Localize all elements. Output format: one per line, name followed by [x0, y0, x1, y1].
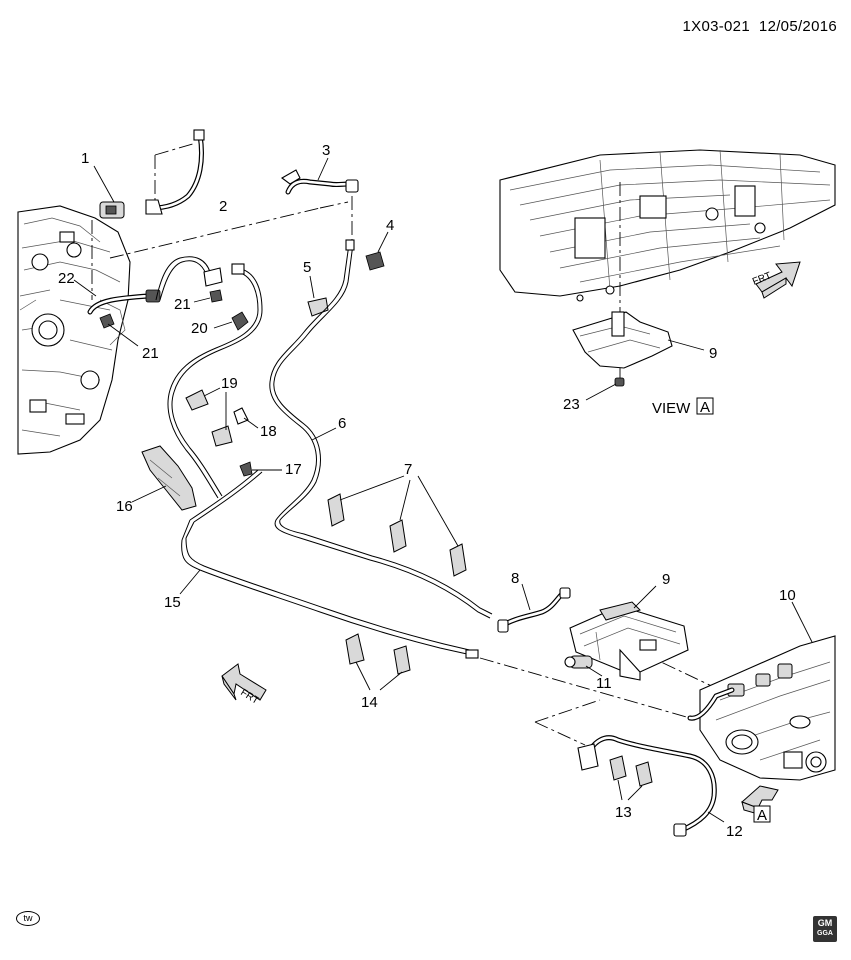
front-arrow-upper: FRT [751, 261, 801, 299]
callout-12: 12 [726, 823, 743, 840]
callout-16: 16 [116, 498, 133, 515]
pipe-8 [497, 583, 571, 633]
pipe-6 [269, 239, 493, 619]
callout-10: 10 [779, 587, 796, 604]
diagram-header: 1X03-021 12/05/2016 [683, 18, 837, 35]
callout-4: 4 [386, 217, 394, 234]
front-arrow-lower: FRT [221, 663, 267, 707]
callout-6: 6 [338, 415, 346, 432]
diagram-date: 12/05/2016 [758, 18, 837, 35]
callout-21-upper: 21 [174, 296, 191, 313]
view-label-text: VIEW [652, 400, 691, 417]
callout-7: 7 [404, 461, 412, 478]
hose-22 [73, 279, 97, 297]
a-letter-text: A [757, 807, 767, 824]
callout-13: 13 [615, 804, 632, 821]
clips-7 [327, 475, 467, 577]
callout-17: 17 [285, 461, 302, 478]
callout-2: 2 [219, 198, 227, 215]
callout-3: 3 [322, 142, 330, 159]
callout-21-lower: 21 [142, 345, 159, 362]
callout-labels: 1 2 3 4 5 6 7 8 9 9 10 11 12 13 14 15 16… [58, 142, 796, 840]
callout-9-canister: 9 [662, 571, 670, 588]
tw-mark: tw [16, 911, 40, 926]
clip-17 [239, 461, 282, 477]
clip-4 [365, 231, 389, 271]
callout-20: 20 [191, 320, 208, 337]
clip-20 [213, 311, 249, 331]
vent-valve-11 [564, 655, 603, 677]
callout-14: 14 [361, 694, 378, 711]
bracket-16 [131, 445, 197, 511]
clips-19 [185, 387, 233, 447]
view-a-arrow: A [741, 785, 779, 824]
callout-5: 5 [303, 259, 311, 276]
callout-19: 19 [221, 375, 238, 392]
clip-21-lower [99, 313, 139, 347]
engine-illustration [17, 205, 161, 455]
canister-9 [569, 585, 689, 681]
pipe-2 [145, 129, 205, 215]
gm-logo-bottom: GGA [817, 930, 833, 937]
clip-18 [233, 407, 259, 429]
callout-11: 11 [596, 675, 612, 692]
callout-8: 8 [511, 570, 519, 587]
a-letter-box [753, 805, 771, 823]
callout-9-view: 9 [709, 345, 717, 362]
clip-21-upper [193, 289, 223, 303]
pipe-15 [179, 469, 479, 659]
callout-18: 18 [260, 423, 277, 440]
callout-15: 15 [164, 594, 181, 611]
view-letter-text: A [700, 399, 710, 416]
callout-23: 23 [563, 396, 580, 413]
underbody-view-a [499, 149, 836, 387]
clips-14 [345, 633, 411, 691]
gm-logo: GM GGA [813, 916, 837, 942]
pipe-3 [281, 157, 359, 195]
clips-13 [609, 755, 653, 801]
purge-valve-1 [93, 165, 125, 219]
callout-1: 1 [81, 150, 89, 167]
diagram-code: 1X03-021 [682, 18, 750, 35]
view-a-label: VIEW A [652, 397, 714, 417]
callout-22: 22 [58, 270, 75, 287]
gm-logo-top: GM [817, 918, 833, 928]
view-letter-box [696, 397, 714, 415]
pipe-12 [577, 735, 725, 837]
fuel-tank-10 [687, 601, 836, 781]
engine-feed-hoses [155, 256, 263, 499]
